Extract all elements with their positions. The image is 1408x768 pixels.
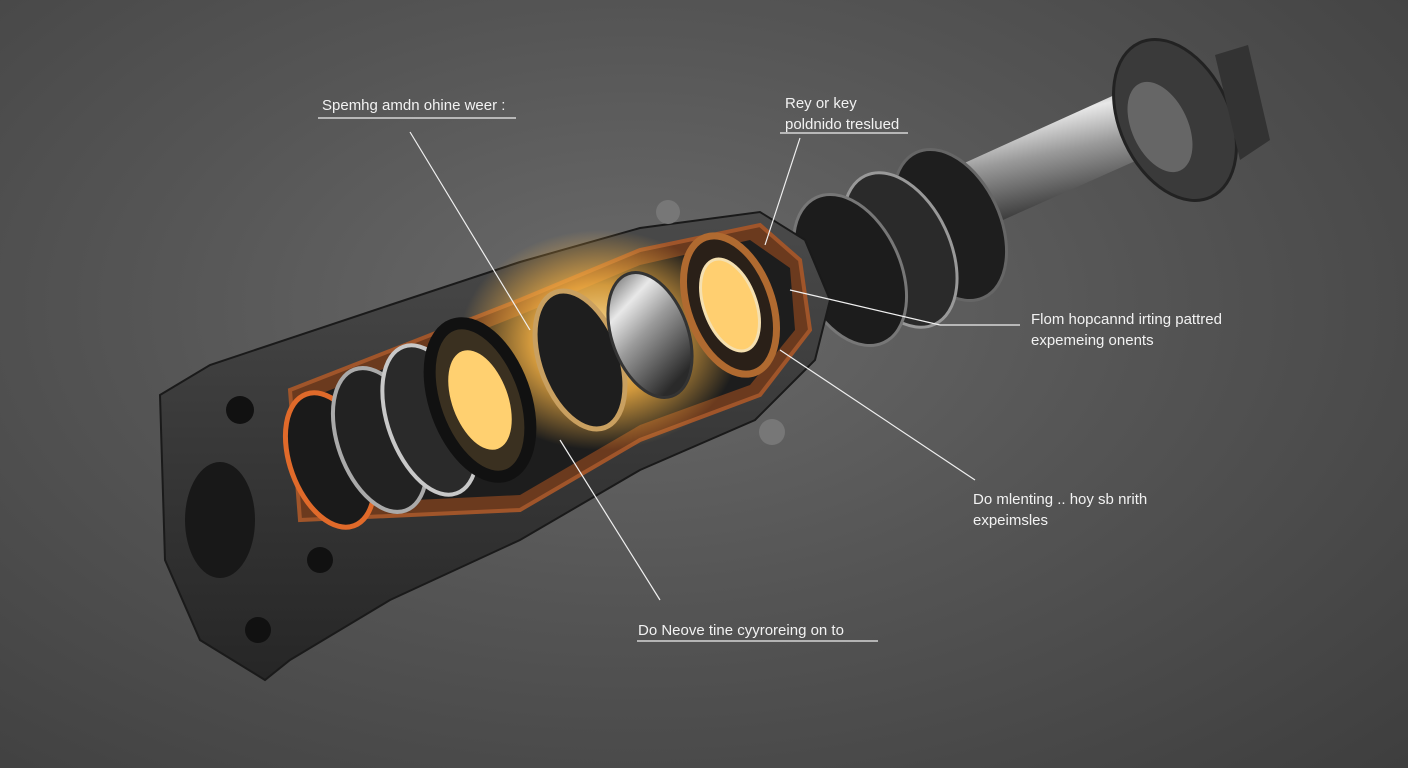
label-line: Flom hopcannd irting pattred bbox=[1031, 311, 1222, 328]
label-top-center: Rey or key poldnido treslued bbox=[785, 93, 899, 135]
label-bottom: Do Neove tine cyyroreing on to bbox=[638, 620, 844, 641]
label-line: Do Neove tine cyyroreing on to bbox=[638, 622, 844, 639]
label-line: Rey or key bbox=[785, 95, 857, 112]
label-line: poldnido treslued bbox=[785, 116, 900, 133]
label-right-upper: Flom hopcannd irting pattred expemeing o… bbox=[1031, 309, 1222, 351]
label-line: Spemhg amdn ohine weer : bbox=[322, 97, 506, 114]
label-line: Do mlenting .. hoy sb nrith bbox=[973, 491, 1148, 508]
label-line: expemeing onents bbox=[1031, 332, 1154, 349]
label-right-lower: Do mlenting .. hoy sb nrith expeimsles bbox=[973, 489, 1147, 531]
shaft bbox=[960, 38, 1270, 228]
leader-lines bbox=[318, 117, 1020, 642]
label-top-left: Spemhg amdn ohine weer : bbox=[322, 95, 505, 116]
label-line: expeimsles bbox=[973, 512, 1049, 529]
bearings bbox=[282, 230, 781, 530]
